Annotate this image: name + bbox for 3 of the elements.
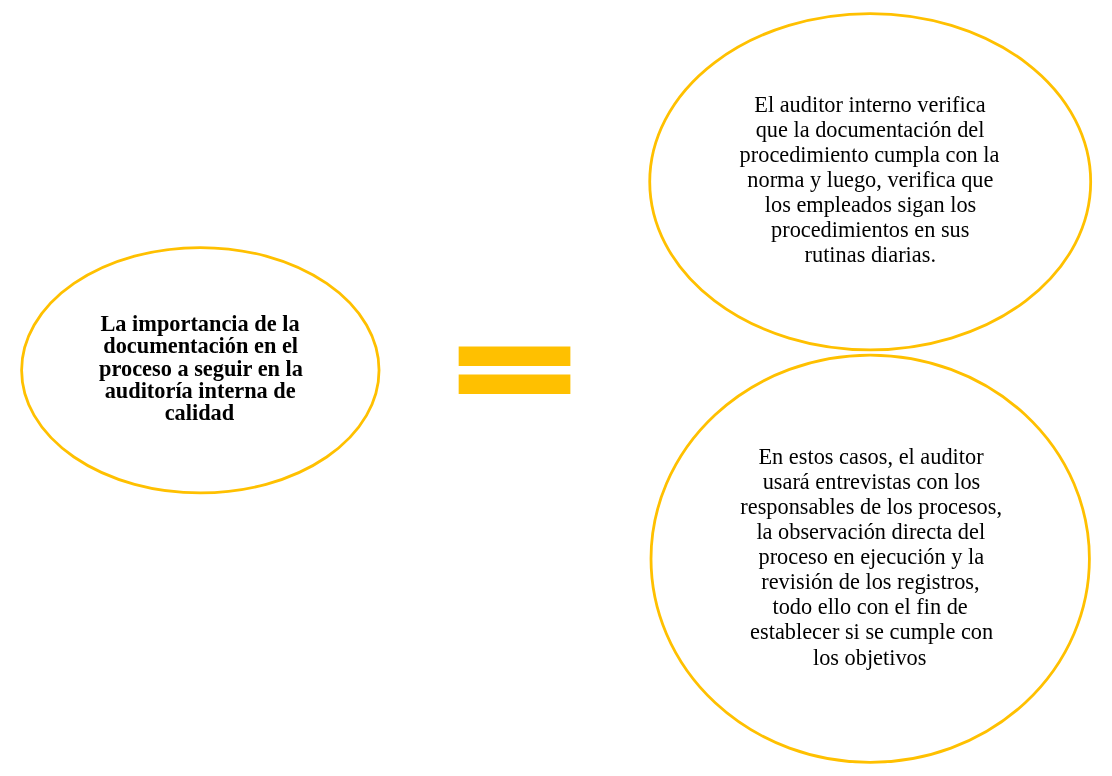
node-ellipse: El auditor interno verifica que la documentación del procedimiento cumpla con la norma y luego, verifica que los empleados sigan los procedimientos en sus rutinas diarias. <box>648 12 1093 352</box>
node-ellipse: La importancia de la documentación en el proceso a seguir en la auditoría interna de calidad <box>20 246 381 495</box>
node-circle: En estos casos, el auditor usará entrevistas con los responsables de los procesos, la observación directa del proceso en ejecución y la revisión de los registros, todo ello con el fin de establecer si se cumple con los objetivos <box>649 353 1091 764</box>
